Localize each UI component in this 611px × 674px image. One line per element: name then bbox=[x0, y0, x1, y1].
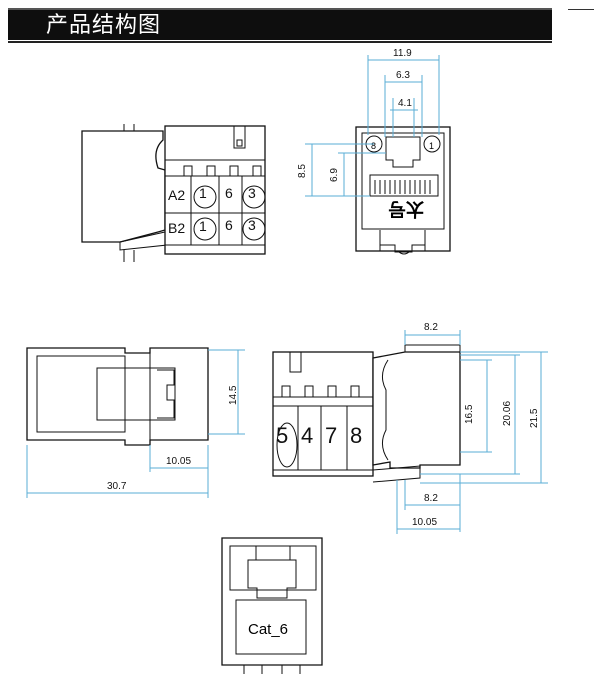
dim-right-h2: 20.06 bbox=[502, 401, 513, 426]
latch-body bbox=[81, 130, 166, 243]
pin-7: 7 bbox=[325, 423, 337, 448]
dim-right-h3: 21.5 bbox=[529, 408, 540, 428]
front-housing bbox=[355, 126, 451, 252]
dim-right-bottom2: 10.05 bbox=[412, 517, 437, 528]
dim-inner: 4.1 bbox=[398, 98, 412, 109]
pin-4: 4 bbox=[301, 423, 313, 448]
right-terminal-block bbox=[272, 351, 374, 477]
pin-a2-3: 3 bbox=[248, 185, 256, 201]
dim-right-top: 8.2 bbox=[424, 322, 438, 333]
top-right-view: 8 1 太号 11.9 6.3 4.1 8.5 6.9 bbox=[297, 48, 451, 255]
top-left-view: A2 1 6 3 B2 1 6 3 bbox=[81, 124, 266, 262]
front-body bbox=[221, 537, 323, 666]
terminal-ribs bbox=[183, 165, 262, 176]
rj45-keyway bbox=[385, 136, 421, 168]
row-label-b2: B2 bbox=[168, 220, 185, 236]
marking-left: 8 bbox=[371, 141, 376, 151]
dim-side-offset: 10.05 bbox=[166, 456, 191, 467]
dim-side-length: 30.7 bbox=[107, 481, 127, 492]
dim-side-height: 14.5 bbox=[228, 385, 239, 405]
pin-b2-6: 6 bbox=[225, 217, 233, 233]
pin-8: 8 bbox=[350, 423, 362, 448]
dim-right-bottom1: 8.2 bbox=[424, 493, 438, 504]
front-label: Cat_6 bbox=[248, 621, 288, 638]
row-label-a2: A2 bbox=[168, 187, 185, 203]
contact-teeth bbox=[374, 180, 431, 194]
title-bar: 产品结构图 bbox=[8, 8, 552, 40]
dim-h-outer: 8.5 bbox=[297, 164, 308, 178]
title-underline bbox=[8, 41, 552, 43]
side-body bbox=[26, 347, 209, 446]
dim-width: 11.9 bbox=[393, 48, 412, 59]
page-title: 产品结构图 bbox=[46, 12, 162, 37]
terminal-clip bbox=[233, 125, 246, 149]
brand-marking: 太号 bbox=[388, 199, 424, 220]
side-left-view: 14.5 10.05 30.7 bbox=[26, 347, 245, 498]
side-right-view: 5 4 7 8 8.2 16.5 20.06 21.5 8.2 10.05 bbox=[272, 322, 548, 534]
latch-tab-bottom bbox=[123, 250, 135, 262]
pin-b2-3: 3 bbox=[248, 217, 256, 233]
pin-a2-6: 6 bbox=[225, 185, 233, 201]
pin-a2-1: 1 bbox=[199, 185, 207, 201]
pin-b2-1: 1 bbox=[199, 218, 207, 234]
front-view: Cat_6 bbox=[221, 537, 323, 674]
dim-h-inner: 6.9 bbox=[329, 168, 340, 182]
corner-dash bbox=[568, 9, 594, 10]
marking-right: 1 bbox=[429, 141, 434, 151]
pin-5: 5 bbox=[276, 423, 288, 448]
dim-mid: 6.3 bbox=[396, 70, 410, 81]
dim-right-h1: 16.5 bbox=[464, 404, 475, 424]
latch-tab bbox=[123, 124, 135, 131]
terminal-clip-hole bbox=[236, 139, 243, 147]
